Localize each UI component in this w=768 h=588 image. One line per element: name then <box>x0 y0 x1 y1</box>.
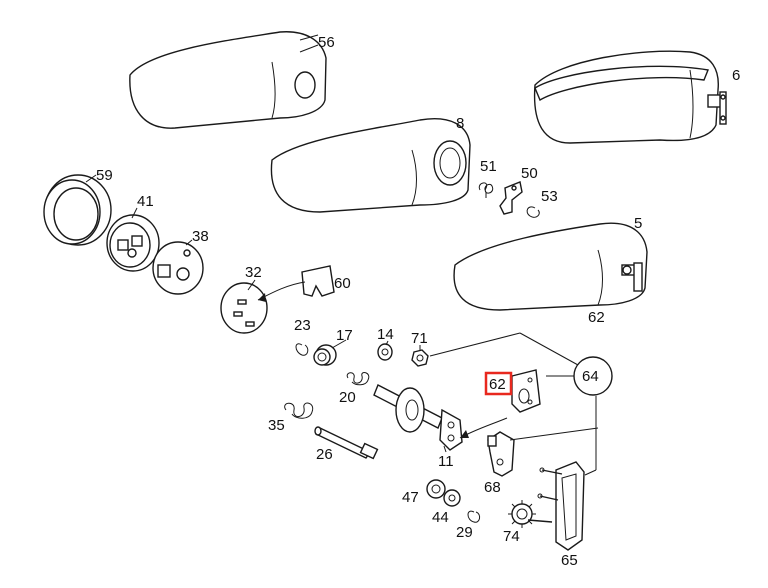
spring-35 <box>284 402 314 419</box>
housing-41 <box>106 214 160 272</box>
armrest-cover-8 <box>270 118 471 213</box>
label-41: 41 <box>137 193 154 210</box>
bushing-47 <box>426 479 446 499</box>
label-8: 8 <box>456 115 464 132</box>
arrowhead <box>460 430 469 438</box>
label-62-highlighted: 62 <box>489 376 506 393</box>
leader-lines <box>85 44 447 453</box>
bushing-44 <box>443 489 461 507</box>
armrest-5 <box>453 222 648 311</box>
label-20: 20 <box>339 389 356 406</box>
label-44: 44 <box>432 509 449 526</box>
label-5: 5 <box>634 215 642 232</box>
label-38: 38 <box>192 228 209 245</box>
label-56: 56 <box>318 34 335 51</box>
label-60: 60 <box>334 275 351 292</box>
plate-62 <box>511 369 541 413</box>
label-71: 71 <box>411 330 428 347</box>
label-17: 17 <box>336 327 353 344</box>
bushing-14 <box>377 343 393 361</box>
label-53: 53 <box>541 188 558 205</box>
clip-53 <box>526 206 540 218</box>
highlight-box-62 <box>484 371 513 396</box>
label-29: 29 <box>456 524 473 541</box>
spring-20 <box>346 372 370 386</box>
clip-60 <box>301 265 335 297</box>
label-23: 23 <box>294 317 311 334</box>
label-50: 50 <box>521 165 538 182</box>
label-14: 14 <box>377 326 394 343</box>
nut-71 <box>411 349 429 367</box>
latch-50 <box>499 181 523 215</box>
ring-59 <box>43 174 112 246</box>
label-74: 74 <box>503 528 520 545</box>
lever-65 <box>527 461 585 551</box>
label-51: 51 <box>480 158 497 175</box>
clip-29 <box>467 510 481 523</box>
label-62-top: 62 <box>588 309 605 326</box>
disc-32 <box>220 282 268 334</box>
label-26: 26 <box>316 446 333 463</box>
label-11: 11 <box>438 453 454 470</box>
plate-38 <box>152 241 204 295</box>
gear-74 <box>508 500 536 528</box>
label-64: 64 <box>582 368 599 385</box>
armrest-6 <box>533 50 727 144</box>
clip-23 <box>295 343 309 356</box>
bracket-68 <box>487 431 515 477</box>
spring-51 <box>478 182 494 198</box>
part-labels: 56 6 8 59 41 38 51 50 53 5 32 60 62 23 1… <box>96 34 740 569</box>
kit-64-circle <box>573 356 613 396</box>
label-35: 35 <box>268 417 285 434</box>
label-6: 6 <box>732 67 740 84</box>
shaft-assembly-11 <box>373 384 463 451</box>
label-47: 47 <box>402 489 419 506</box>
label-65: 65 <box>561 552 578 569</box>
bushing-17 <box>313 344 337 366</box>
armrest-cover-56 <box>129 31 327 129</box>
shaft-26 <box>314 426 379 460</box>
label-68: 68 <box>484 479 501 496</box>
label-32: 32 <box>245 264 262 281</box>
kit-64-callout-lines <box>429 332 599 476</box>
arrowhead <box>258 293 266 302</box>
label-59: 59 <box>96 167 113 184</box>
